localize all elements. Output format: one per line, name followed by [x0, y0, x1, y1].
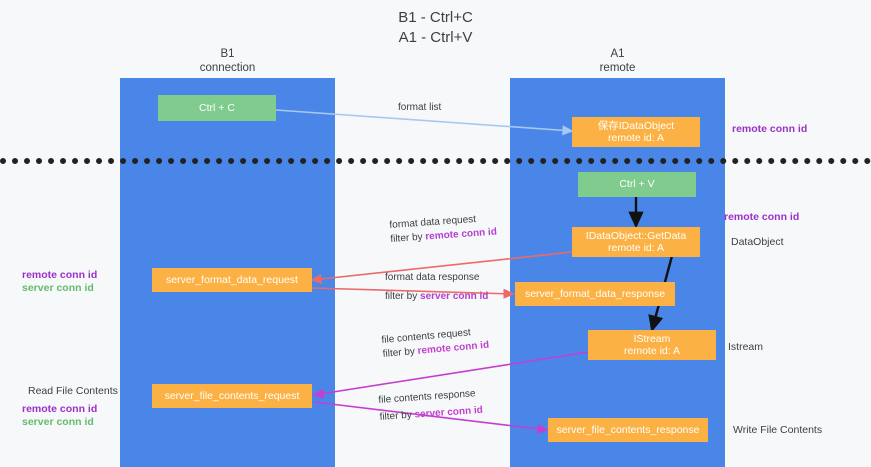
box-getdata-line2: remote id: A [607, 242, 665, 254]
column-a1-name: A1 [610, 48, 625, 60]
edge-label-file-contents-request-filter: filter by [382, 345, 419, 360]
box-server-file-contents-request-label: server_file_contents_request [164, 389, 300, 402]
label-left-server-conn-id: server conn id [22, 282, 94, 294]
label-remote-conn-id-top: remote conn id [732, 123, 807, 136]
label-istream: Istream [728, 341, 763, 354]
label-istream-text: Istream [728, 341, 764, 353]
arrow-format-data-request [310, 251, 573, 285]
edge-label-format-data-request-filter: filter by [390, 231, 426, 245]
edge-label-format-list-text: format list [398, 102, 442, 113]
edge-label-format-data-request-accent: remote conn id [424, 226, 498, 243]
box-istream-line2: remote id: A [623, 345, 681, 357]
box-getdata-line1: IDataObject::GetData [585, 229, 687, 242]
label-left-remote-conn-id-2: remote conn id [22, 403, 98, 415]
label-write-file-contents: Write File Contents [733, 424, 822, 437]
arrow-format-data-response [311, 287, 515, 299]
label-left-conn-ids-bottom: remote conn id server conn id [22, 403, 97, 429]
label-read-file-contents: Read File Contents [28, 385, 118, 398]
edge-label-file-contents-response-filter: filter by [379, 409, 415, 423]
edge-label-file-contents-response-accent: server conn id [414, 404, 484, 421]
column-b1-name: B1 [220, 48, 235, 60]
box-server-format-data-response-label: server_format_data_response [524, 287, 666, 300]
box-server-file-contents-response[interactable]: server_file_contents_response [548, 418, 708, 442]
label-remote-conn-id-mid-text: remote conn id [724, 211, 800, 223]
page-title: B1 - Ctrl+C A1 - Ctrl+V [0, 8, 871, 48]
box-server-format-data-response[interactable]: server_format_data_response [515, 282, 675, 306]
arrow-format-list [275, 109, 574, 136]
box-save-idataobject[interactable]: 保存IDataObject remote id: A [572, 117, 700, 147]
edge-label-format-data-response: format data response filter by server co… [385, 271, 488, 304]
label-dataobject-text: DataObject [731, 236, 784, 248]
edge-label-format-data-response-filter: filter by [385, 291, 421, 302]
label-left-server-conn-id-2: server conn id [22, 416, 94, 428]
arrow-file-contents-request [312, 351, 589, 399]
column-a1-sub: remote [599, 61, 636, 74]
box-save-idataobject-line2: remote id: A [607, 132, 665, 144]
edge-label-format-data-response-line2: filter by server conn id [385, 290, 488, 304]
box-ctrl-c[interactable]: Ctrl + C [158, 95, 276, 121]
label-left-conn-ids-top: remote conn id server conn id [22, 269, 97, 295]
label-read-file-contents-text: Read File Contents [28, 385, 118, 397]
box-idataobject-getdata[interactable]: IDataObject::GetData remote id: A [572, 227, 700, 257]
title-line-2: A1 - Ctrl+V [398, 29, 473, 46]
box-save-idataobject-line1: 保存IDataObject [597, 119, 675, 132]
box-istream-line1: IStream [633, 332, 671, 345]
label-dataobject: DataObject [731, 236, 784, 249]
edge-label-format-list: format list [398, 101, 441, 115]
box-server-format-data-request-label: server_format_data_request [166, 273, 298, 286]
column-header-a1: A1 remote [510, 48, 725, 75]
label-remote-conn-id-top-text: remote conn id [732, 123, 808, 135]
label-left-remote-conn-id: remote conn id [22, 269, 98, 281]
label-remote-conn-id-mid: remote conn id [724, 211, 799, 224]
arrow-file-contents-response [313, 401, 549, 434]
phase-divider [0, 158, 871, 164]
box-server-file-contents-request[interactable]: server_file_contents_request [152, 384, 312, 408]
box-istream[interactable]: IStream remote id: A [588, 330, 716, 360]
title-line-1: B1 - Ctrl+C [398, 9, 473, 26]
label-write-file-contents-text: Write File Contents [733, 424, 823, 436]
box-server-file-contents-response-label: server_file_contents_response [556, 423, 700, 436]
column-header-b1: B1 connection [120, 48, 335, 75]
box-server-format-data-request[interactable]: server_format_data_request [152, 268, 312, 292]
box-ctrl-v-label: Ctrl + V [619, 178, 655, 191]
column-b1-sub: connection [199, 61, 256, 74]
edge-label-format-data-response-line1: format data response [385, 272, 480, 283]
box-ctrl-c-label: Ctrl + C [199, 101, 235, 114]
edge-label-format-data-response-accent: server conn id [420, 291, 489, 302]
box-ctrl-v[interactable]: Ctrl + V [578, 172, 696, 197]
